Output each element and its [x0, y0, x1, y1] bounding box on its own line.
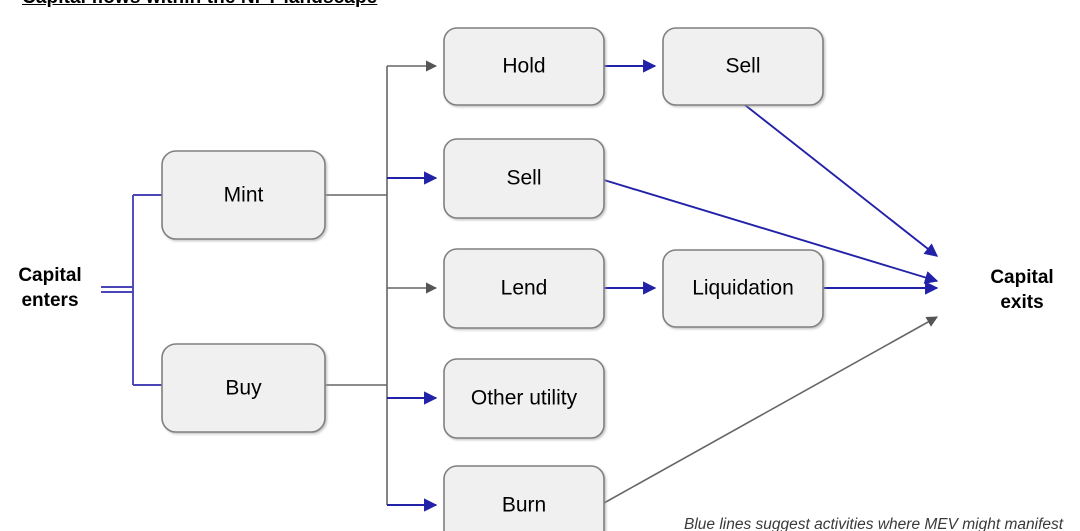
node-mint-rect[interactable] — [161, 150, 326, 240]
node-hold-rect[interactable] — [443, 27, 605, 106]
node-other-utility-label: Other utility — [471, 387, 578, 410]
node-mint[interactable]: Mint — [161, 150, 326, 240]
node-lend-label: Lend — [501, 277, 548, 300]
legend-caption: Blue lines suggest activities where MEV … — [684, 516, 1064, 531]
capital-enters-line1: Capital — [18, 265, 81, 286]
capital-enters-line2: enters — [21, 290, 78, 311]
capital-exits-line2: exits — [1000, 292, 1043, 313]
edge-enters-to-bracket — [101, 286, 133, 293]
node-burn-label: Burn — [502, 494, 546, 517]
node-sell-top-label: Sell — [725, 55, 760, 78]
node-other-utility[interactable]: Other utility — [443, 358, 605, 439]
node-liquidation[interactable]: Liquidation — [662, 249, 824, 328]
node-sell-middle-label: Sell — [506, 167, 541, 190]
node-hold[interactable]: Hold — [443, 27, 605, 106]
node-hold-label: Hold — [502, 55, 545, 78]
node-mint-label: Mint — [224, 184, 264, 207]
terminal-capital-exits: Capital exits — [990, 267, 1053, 313]
capital-exits-line1: Capital — [990, 267, 1053, 288]
node-sell-top-rect[interactable] — [662, 27, 824, 106]
node-liquidation-label: Liquidation — [692, 277, 794, 300]
node-buy[interactable]: Buy — [161, 343, 326, 433]
edge-sell-top-to-exits — [744, 104, 939, 257]
node-buy-rect[interactable] — [161, 343, 326, 433]
terminal-capital-enters: Capital enters — [18, 265, 81, 311]
node-lend-rect[interactable] — [443, 248, 605, 329]
node-burn[interactable]: Burn — [443, 465, 605, 531]
node-burn-rect[interactable] — [443, 465, 605, 531]
node-other-utility-rect[interactable] — [443, 358, 605, 439]
node-sell-middle-rect[interactable] — [443, 138, 605, 219]
edge-sell-mid-to-exits — [603, 179, 939, 284]
page-title: Capital flows within the NFT landscape — [22, 0, 377, 9]
node-liquidation-rect[interactable] — [662, 249, 824, 328]
node-buy-label: Buy — [225, 377, 262, 400]
node-lend[interactable]: Lend — [443, 248, 605, 329]
node-sell-middle[interactable]: Sell — [443, 138, 605, 219]
edge-burn-to-exits — [603, 316, 938, 504]
node-sell-top[interactable]: Sell — [662, 27, 824, 106]
